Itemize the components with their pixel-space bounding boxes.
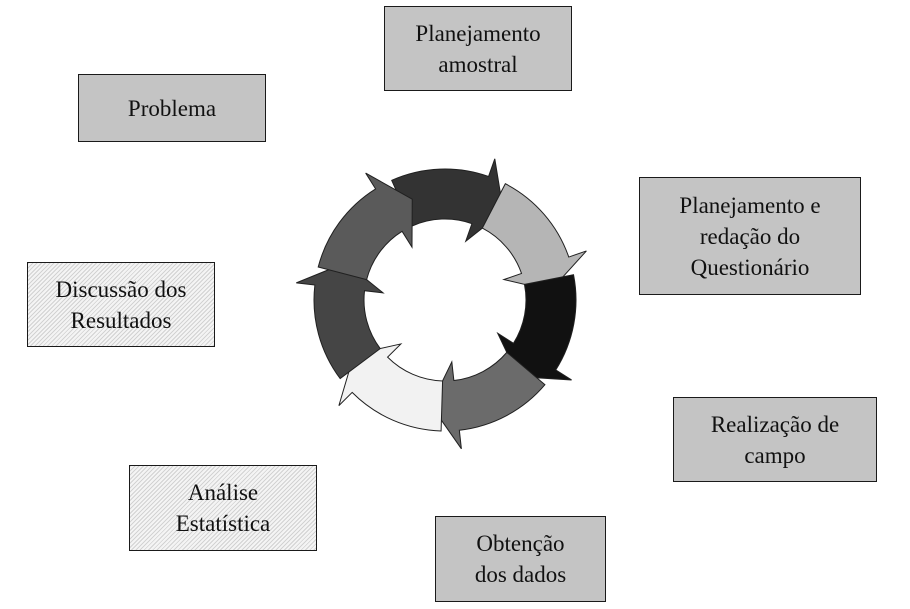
step-label-line: Planejamento (415, 20, 541, 46)
cycle-arrow-4 (430, 351, 546, 450)
step-label-line: amostral (438, 51, 518, 77)
step-label-line: campo (744, 442, 806, 468)
step-label-line: redação do (699, 223, 801, 249)
cycle-arrow-5 (338, 343, 444, 432)
step-discussao-resultados: Discussão dos Resultados (27, 262, 215, 347)
step-realizacao-campo: Realização de campo (673, 397, 877, 482)
cycle-arrow-7 (317, 172, 413, 281)
step-planejamento-questionario: Planejamento e redação do Questionário (639, 177, 861, 295)
step-label-line: Discussão dos (55, 276, 187, 302)
step-obtencao-dados: Obtenção dos dados (435, 516, 606, 602)
step-label-line: Obtenção (476, 531, 565, 556)
cycle-arrow-3 (496, 274, 577, 381)
cycle-arrow-1 (391, 158, 504, 243)
step-label-line: Estatística (175, 511, 271, 536)
step-label-line: Planejamento e (679, 192, 821, 218)
step-label-line: Resultados (70, 307, 172, 333)
step-problema: Problema (78, 74, 266, 142)
cycle-arrow-6 (296, 262, 385, 380)
step-label-line: Análise (187, 480, 259, 505)
step-label-line: Questionário (690, 254, 810, 280)
cycle-arrow-2 (481, 183, 587, 292)
step-label-line: Problema (127, 95, 217, 121)
step-planejamento-amostral: Planejamento amostral (384, 6, 572, 91)
step-label-line: Realização de (710, 411, 840, 437)
step-label-line: dos dados (474, 562, 567, 587)
step-analise-estatistica: Análise Estatística (129, 465, 317, 551)
